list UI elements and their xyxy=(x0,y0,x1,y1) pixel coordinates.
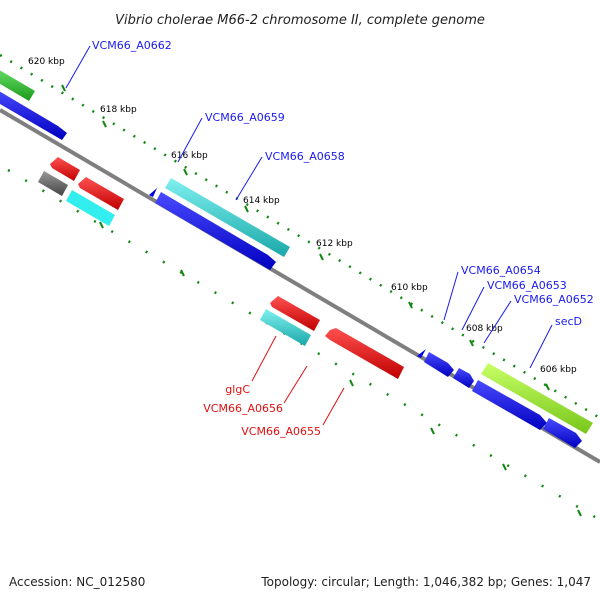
gene-blue-marker-616[interactable] xyxy=(149,188,157,197)
tick-label-612: 612 kbp xyxy=(316,239,353,249)
gene-label-vcm66-a0653[interactable]: VCM66_A0653 xyxy=(487,279,567,292)
major-ticks xyxy=(61,84,582,517)
gene-label-vcm66-a0654[interactable]: VCM66_A0654 xyxy=(461,264,541,277)
gene-label-glgc[interactable]: glgC xyxy=(225,383,250,396)
gene-label-vcm66-a0655[interactable]: VCM66_A0655 xyxy=(241,425,321,438)
gene-blue-right-edge[interactable] xyxy=(543,418,582,448)
gene-blue-a0658[interactable] xyxy=(155,192,276,270)
gene-cyan-a0656[interactable] xyxy=(260,309,311,346)
gene-red-glgc[interactable] xyxy=(270,296,320,331)
gene-red-a0655[interactable] xyxy=(325,328,404,379)
tick-label-606: 606 kbp xyxy=(540,365,577,375)
gene-blue-a0662[interactable] xyxy=(0,88,67,140)
gene-blue-a0653[interactable] xyxy=(453,368,474,388)
gene-red-small-left[interactable] xyxy=(50,157,80,181)
accession-text: Accession: NC_012580 xyxy=(9,575,145,589)
tick-label-610: 610 kbp xyxy=(391,283,428,293)
tick-label-620: 620 kbp xyxy=(28,57,65,67)
gene-label-vcm66-a0656[interactable]: VCM66_A0656 xyxy=(203,402,283,415)
gene-blue-a0654[interactable] xyxy=(424,352,454,377)
map-title: Vibrio cholerae M66-2 chromosome II, com… xyxy=(115,13,485,28)
gene-label-secd[interactable]: secD xyxy=(555,315,582,328)
gene-label-vcm66-a0652[interactable]: VCM66_A0652 xyxy=(514,293,594,306)
gene-blue-marker-610[interactable] xyxy=(417,349,426,358)
tick-label-618: 618 kbp xyxy=(100,105,137,115)
gene-blue-a0652[interactable] xyxy=(472,380,547,430)
tick-track-outer xyxy=(0,53,600,420)
gene-cyan-a0659[interactable] xyxy=(165,178,290,257)
gene-lime-secd[interactable] xyxy=(481,363,593,434)
tick-label-614: 614 kbp xyxy=(243,196,280,206)
gene-cyan-left[interactable] xyxy=(66,190,115,226)
gene-label-vcm66-a0662[interactable]: VCM66_A0662 xyxy=(92,39,172,52)
leader-lines-blue xyxy=(65,45,553,369)
genome-summary-text: Topology: circular; Length: 1,046,382 bp… xyxy=(260,575,591,589)
gene-green-block[interactable] xyxy=(0,68,35,101)
tick-label-616: 616 kbp xyxy=(171,151,208,161)
gene-red-medium-left[interactable] xyxy=(78,177,124,210)
gene-label-vcm66-a0658[interactable]: VCM66_A0658 xyxy=(265,150,345,163)
gene-label-vcm66-a0659[interactable]: VCM66_A0659 xyxy=(205,111,285,124)
gene-gray-block[interactable] xyxy=(38,171,68,196)
tick-label-608: 608 kbp xyxy=(466,324,503,334)
leader-lines-red xyxy=(251,335,345,426)
